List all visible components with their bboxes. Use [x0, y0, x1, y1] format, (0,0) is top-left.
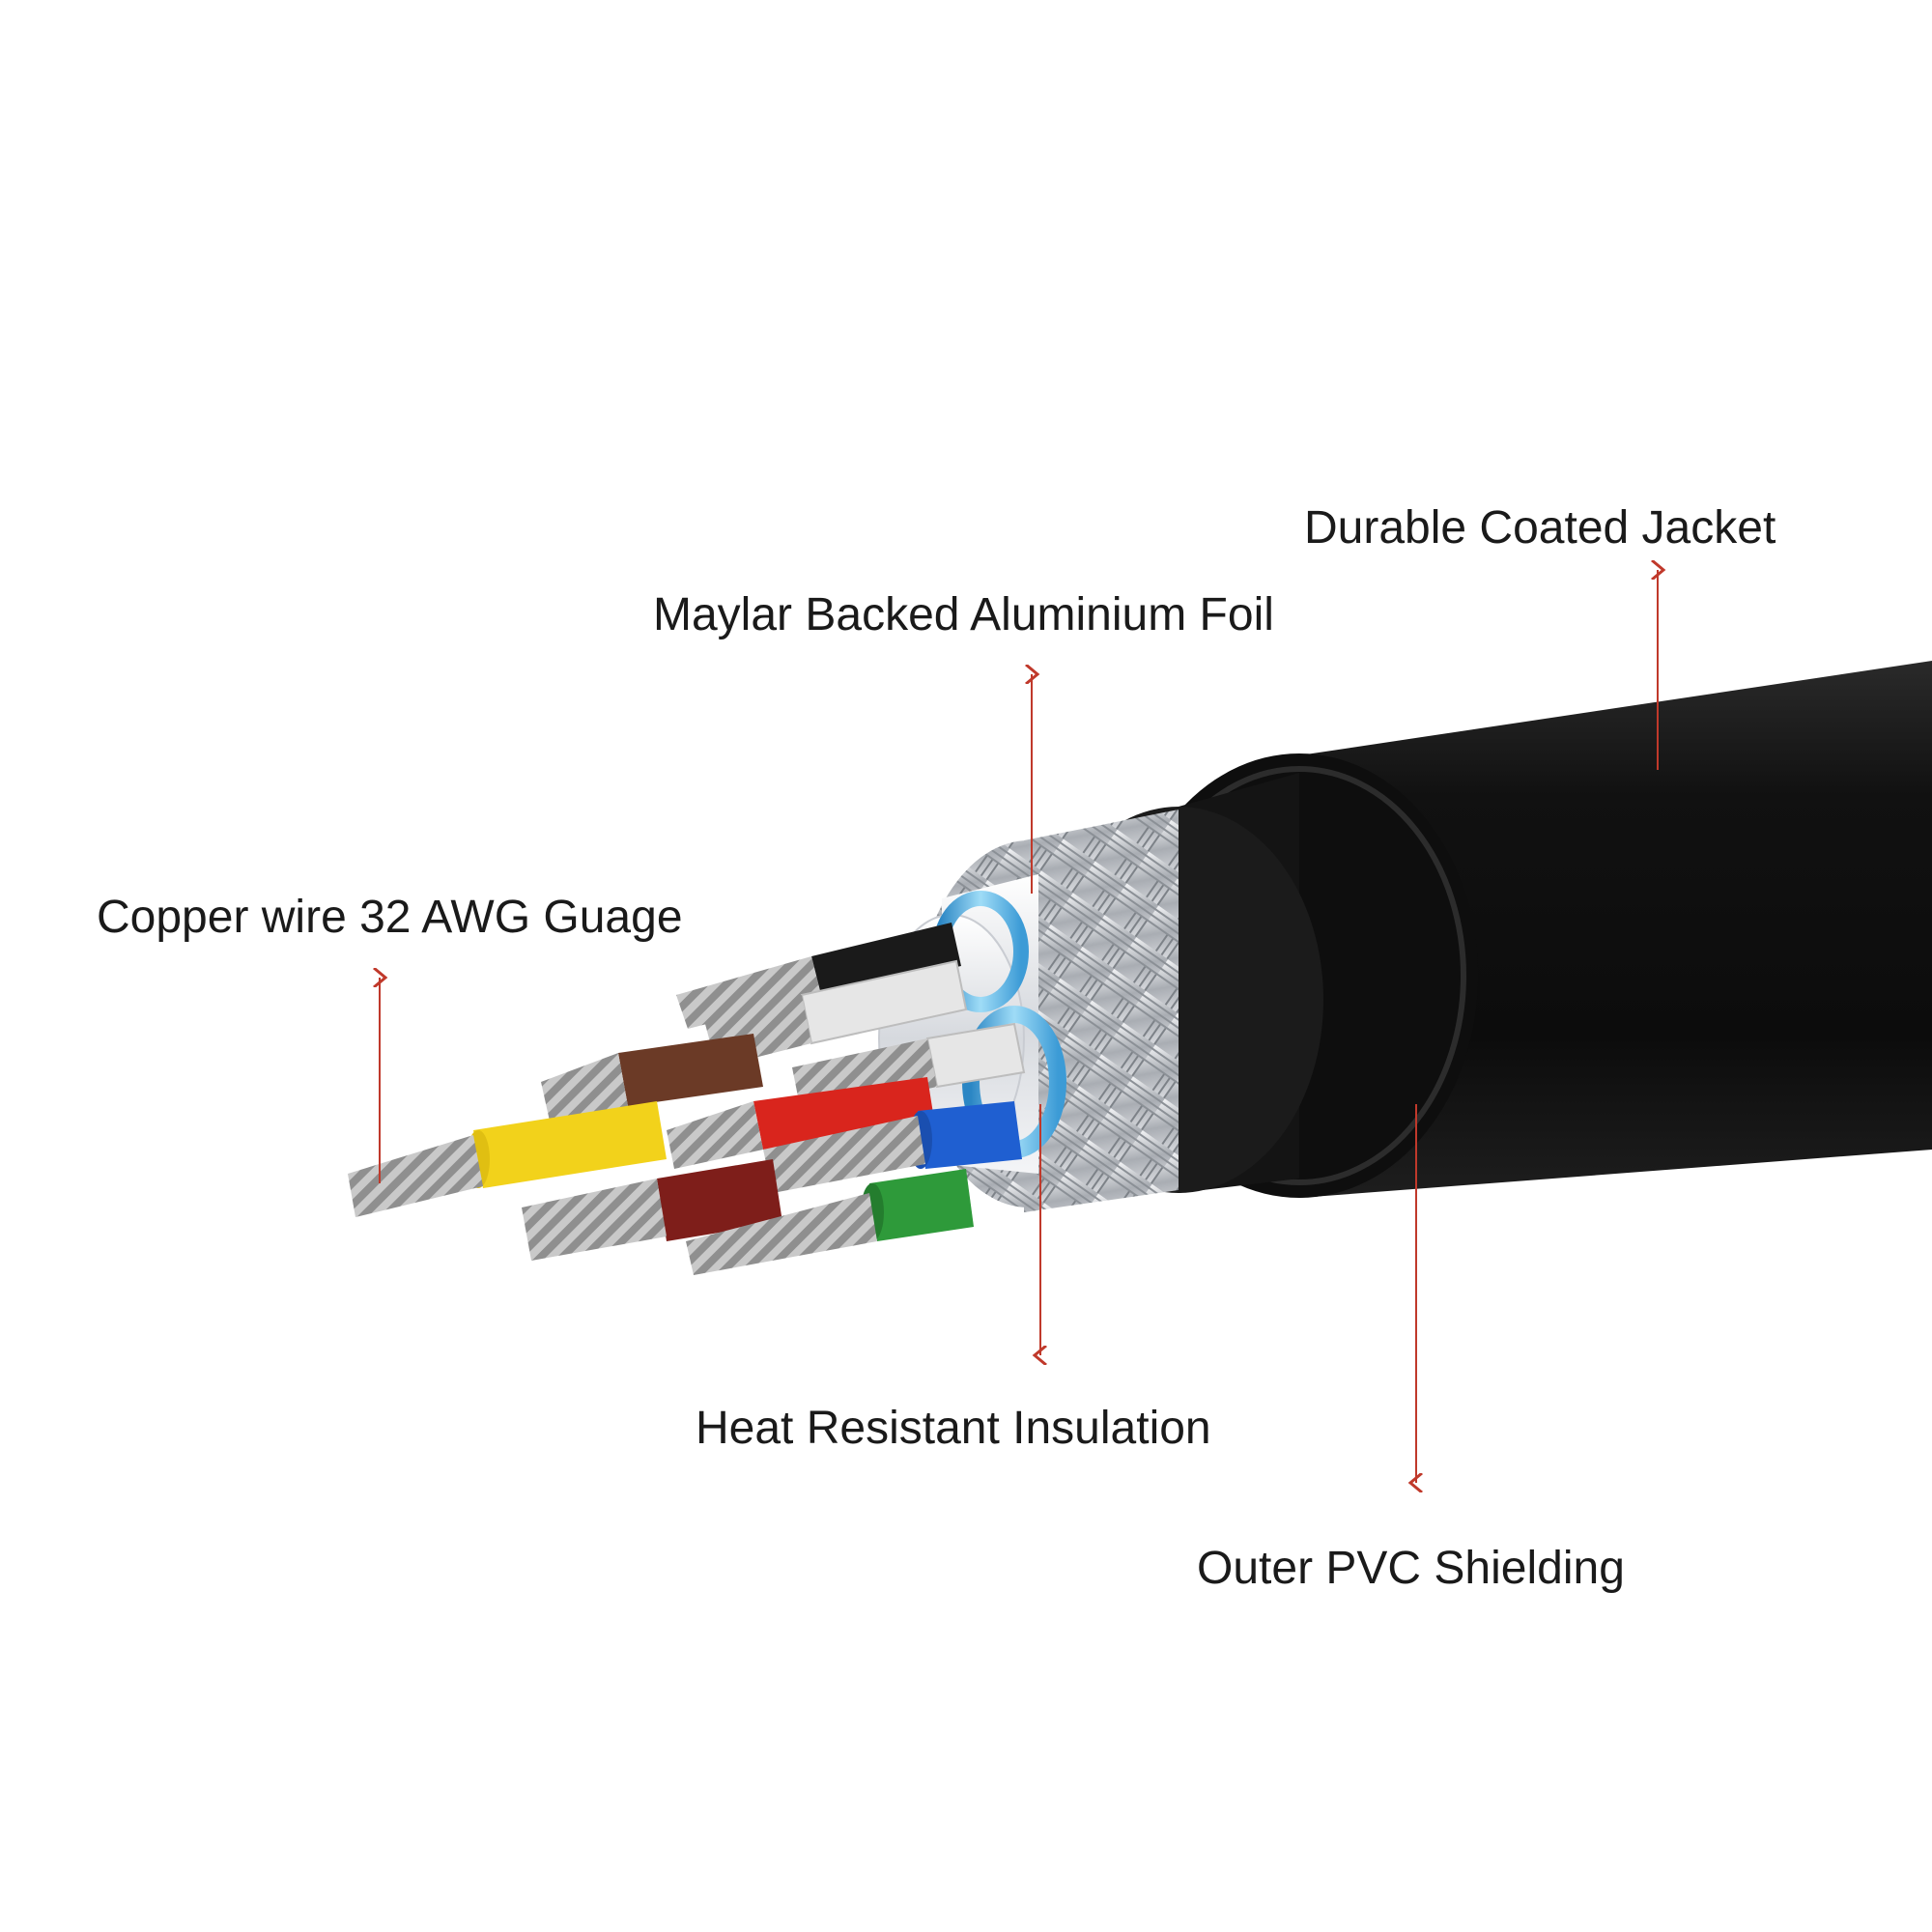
wire-green — [686, 1169, 974, 1275]
wire-black — [676, 923, 961, 1029]
label-copper-wire: Copper wire 32 AWG Guage — [97, 892, 683, 943]
conductor-bundle — [348, 923, 1026, 1275]
callout-lines — [380, 570, 1658, 1483]
wire-dark-red — [522, 1159, 782, 1261]
label-maylar-foil: Maylar Backed Aluminium Foil — [653, 589, 1274, 640]
wire-blue — [763, 1101, 1022, 1193]
label-outer-pvc: Outer PVC Shielding — [1197, 1543, 1625, 1594]
label-durable-coated-jacket: Durable Coated Jacket — [1304, 502, 1776, 554]
label-heat-insulation: Heat Resistant Insulation — [696, 1403, 1211, 1454]
wire-brown — [541, 1034, 763, 1125]
wire-yellow — [348, 1101, 667, 1217]
